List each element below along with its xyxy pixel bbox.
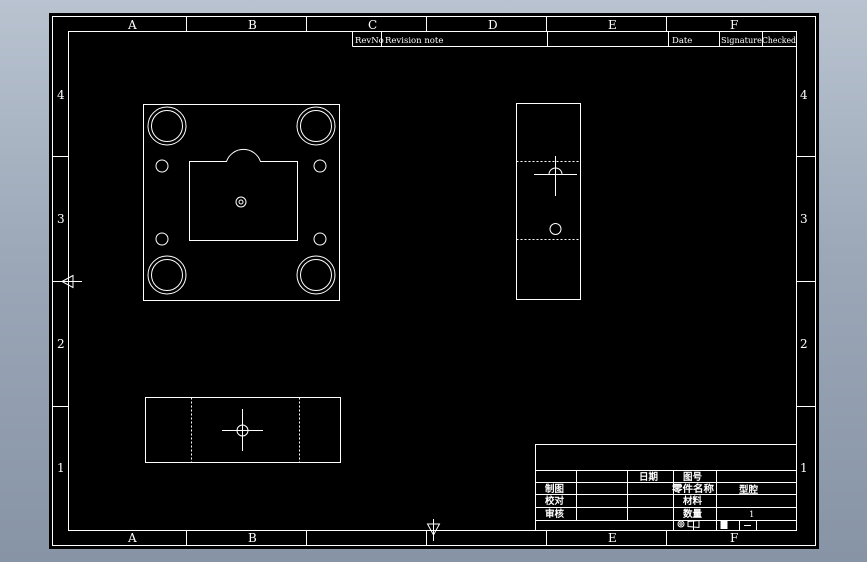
centering-arrow-icon-left bbox=[59, 274, 82, 289]
zone-label-left-1: 1 bbox=[57, 461, 65, 475]
zone-label-top-b: B bbox=[248, 18, 257, 32]
projection-symbol-icon bbox=[677, 519, 700, 529]
tb-drawing-no-label: 图号 bbox=[683, 472, 703, 483]
tb-quantity-label: 数量 bbox=[682, 508, 703, 520]
zone-label-right-4: 4 bbox=[800, 88, 808, 102]
side-view[interactable] bbox=[516, 103, 581, 300]
zone-labels: A B C D E F A B E F 4 3 2 1 4 3 2 1 bbox=[57, 18, 808, 545]
zone-label-bottom-a: A bbox=[127, 531, 137, 545]
tb-checked-label: 校对 bbox=[545, 495, 565, 507]
zone-label-left-4: 4 bbox=[57, 88, 65, 102]
zone-label-top-e: E bbox=[608, 18, 617, 32]
zone-label-top-d: D bbox=[488, 18, 498, 32]
zone-label-left-2: 2 bbox=[57, 337, 65, 351]
drawing-canvas[interactable]: A B C D E F A B E F 4 3 2 1 4 3 2 1 RevN… bbox=[49, 13, 819, 549]
tb-quantity-value: 1 bbox=[749, 510, 754, 520]
tb-approved-label: 审核 bbox=[545, 508, 565, 520]
zone-ticks bbox=[52, 16, 816, 546]
zone-label-left-3: 3 bbox=[57, 212, 65, 226]
tb-material-label: 材料 bbox=[682, 495, 703, 507]
zone-label-bottom-f: F bbox=[730, 531, 738, 545]
inner-border bbox=[68, 31, 797, 531]
revision-note-label: Revision note bbox=[385, 36, 443, 46]
outer-border bbox=[52, 16, 816, 546]
zone-label-bottom-b: B bbox=[248, 531, 257, 545]
zone-label-right-1: 1 bbox=[800, 461, 808, 475]
zone-label-top-f: F bbox=[730, 18, 738, 32]
front-view[interactable] bbox=[145, 397, 341, 463]
tb-date-label: 日期 bbox=[639, 471, 658, 483]
zone-label-top-c: C bbox=[368, 18, 377, 32]
revision-block bbox=[352, 31, 797, 47]
zone-label-right-2: 2 bbox=[800, 337, 808, 351]
zone-label-bottom-e: E bbox=[608, 531, 617, 545]
date-label: Date bbox=[672, 36, 692, 46]
zone-label-top-a: A bbox=[127, 18, 137, 32]
tb-drawn-label: 制图 bbox=[545, 483, 564, 495]
rev-no-label: RevNo bbox=[355, 36, 384, 46]
cad-drawing: A B C D E F A B E F 4 3 2 1 4 3 2 1 RevN… bbox=[52, 16, 816, 546]
checked-label: Checked bbox=[762, 36, 796, 46]
top-view[interactable] bbox=[143, 104, 340, 301]
title-block bbox=[535, 444, 797, 531]
centering-arrow-icon-bottom bbox=[426, 519, 441, 541]
tb-part-name-label: 零件名称 bbox=[671, 483, 715, 495]
scale-marker-icon bbox=[720, 521, 751, 529]
tb-part-name-value: 型腔 bbox=[739, 484, 759, 496]
signature-label: Signature bbox=[721, 36, 762, 46]
zone-label-right-3: 3 bbox=[800, 212, 808, 226]
